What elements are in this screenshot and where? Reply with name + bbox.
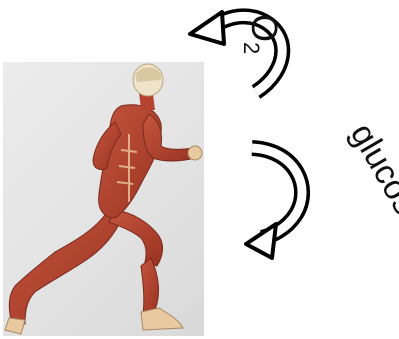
runner-figure — [3, 62, 204, 336]
oxygen-symbol: O — [244, 14, 285, 42]
glucose-arrow — [246, 148, 302, 258]
oxygen-subscript: 2 — [239, 42, 264, 54]
glucose-label: glucose — [345, 118, 399, 237]
oxygen-label: O2 — [240, 14, 282, 54]
runner-photo — [3, 62, 204, 336]
